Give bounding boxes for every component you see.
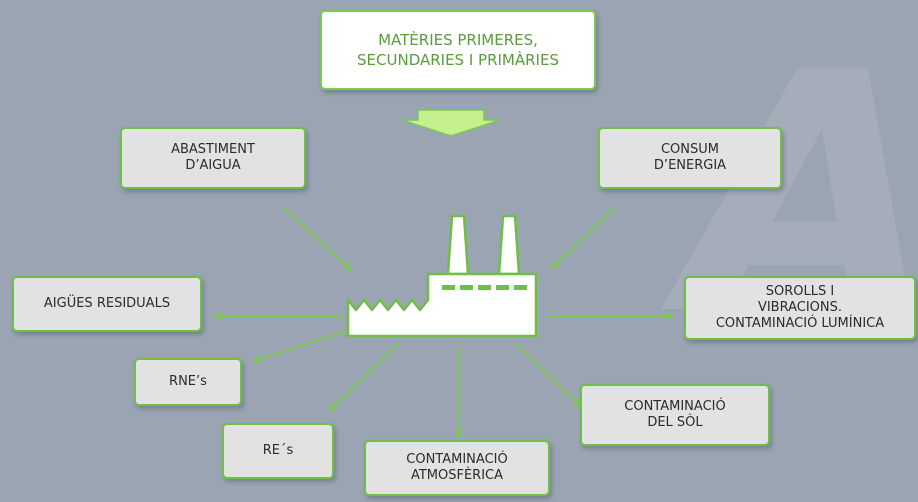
contaminacio-sol-box: CONTAMINACIÓ DEL SÒL	[580, 384, 770, 446]
arrow-water-to-factory	[283, 207, 352, 272]
arrow-energy-to-factory	[550, 205, 617, 270]
factory-icon	[346, 214, 538, 338]
res-box: RE´s	[222, 423, 334, 479]
aigues-residuals-box: AIGÜES RESIDUALS	[12, 276, 202, 332]
rnes-box: RNE’s	[134, 358, 242, 406]
down-arrow-icon	[401, 109, 501, 137]
sorolls-box: SOROLLS I VIBRACIONS. CONTAMINACIÓ LUMÍN…	[684, 276, 916, 340]
contaminacio-atmosferica-box: CONTAMINACIÓ ATMOSFÈRICA	[364, 440, 550, 496]
materies-primeres-box: MATÈRIES PRIMERES, SECUNDARIES I PRIMÀRI…	[320, 10, 596, 90]
arrow-to-res	[328, 343, 399, 412]
consum-energia-box: CONSUM D’ENERGIA	[598, 127, 782, 189]
arrow-to-rnes	[252, 329, 351, 363]
abastiment-aigua-box: ABASTIMENT D’AIGUA	[120, 127, 306, 189]
arrow-to-sol	[515, 343, 582, 408]
